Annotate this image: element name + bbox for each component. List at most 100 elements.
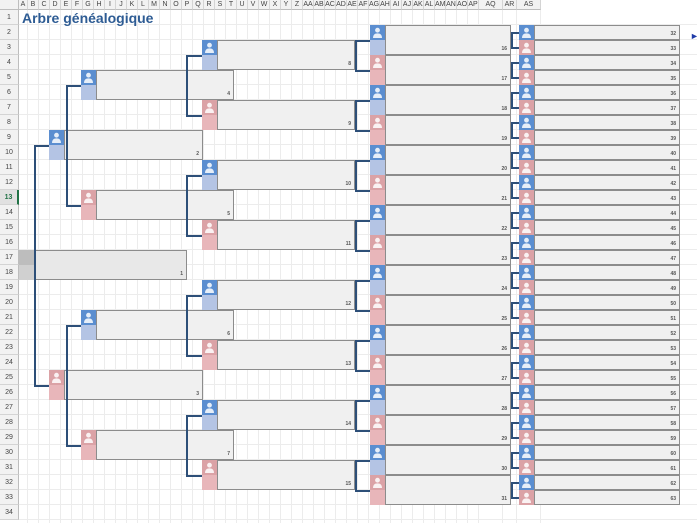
column-header[interactable]: AI [391,0,402,10]
person-box[interactable]: 9 [217,100,355,130]
ancestor-photo[interactable] [519,475,534,490]
grandparent-photo[interactable] [81,310,96,340]
ancestor-photo[interactable] [519,400,534,415]
ancestor-photo[interactable] [519,115,534,130]
column-header[interactable]: O [171,0,182,10]
grandparent-photo[interactable] [81,70,96,100]
row-header[interactable]: 30 [0,445,19,460]
person-box[interactable]: 20 [385,145,511,175]
row-header[interactable]: 3 [0,40,19,55]
column-header[interactable]: R [204,0,215,10]
ancestor-photo[interactable] [519,415,534,430]
row-header[interactable]: 31 [0,460,19,475]
column-header[interactable]: A [19,0,28,10]
ancestor-photo[interactable] [370,115,385,145]
person-box[interactable]: 49 [534,280,680,295]
row-header[interactable]: 24 [0,355,19,370]
ancestor-photo[interactable] [370,385,385,415]
person-box[interactable]: 29 [385,415,511,445]
ancestor-photo[interactable] [519,325,534,340]
person-box[interactable]: 10 [217,160,355,190]
row-header[interactable]: 7 [0,100,19,115]
column-header[interactable]: AR [503,0,517,10]
column-header[interactable]: AD [336,0,347,10]
person-box[interactable]: 51 [534,310,680,325]
row-header[interactable]: 25 [0,370,19,385]
person-box[interactable]: 38 [534,115,680,130]
ancestor-photo[interactable] [519,340,534,355]
column-header[interactable]: AN [446,0,457,10]
column-header[interactable]: V [248,0,259,10]
column-header[interactable]: AP [468,0,479,10]
scroll-right-arrow-icon[interactable]: ► [690,31,697,41]
row-header[interactable]: 12 [0,175,19,190]
person-box[interactable]: 5 [96,190,234,220]
column-header[interactable]: X [270,0,281,10]
row-header[interactable]: 18 [0,265,19,280]
person-box[interactable]: 48 [534,265,680,280]
person-box[interactable]: 25 [385,295,511,325]
ancestor-photo[interactable] [519,235,534,250]
parent-photo[interactable] [49,130,64,160]
row-header[interactable]: 33 [0,490,19,505]
person-box[interactable]: 34 [534,55,680,70]
row-header[interactable]: 9 [0,130,19,145]
column-header[interactable]: AB [314,0,325,10]
person-box[interactable]: 7 [96,430,234,460]
column-header[interactable]: J [116,0,127,10]
column-header[interactable]: AG [369,0,380,10]
ancestor-photo[interactable] [519,355,534,370]
person-box[interactable]: 19 [385,115,511,145]
row-header[interactable]: 10 [0,145,19,160]
person-box[interactable]: 46 [534,235,680,250]
ancestor-photo[interactable] [519,370,534,385]
person-box[interactable]: 43 [534,190,680,205]
person-box[interactable]: 21 [385,175,511,205]
ancestor-photo[interactable] [370,85,385,115]
ancestor-photo[interactable] [370,325,385,355]
ancestor-photo[interactable] [519,130,534,145]
person-box[interactable]: 58 [534,415,680,430]
ancestor-photo[interactable] [519,190,534,205]
ancestor-photo[interactable] [519,25,534,40]
column-header[interactable]: H [94,0,105,10]
column-header[interactable]: AE [347,0,358,10]
person-box[interactable]: 2 [64,130,203,160]
great-grandparent-photo[interactable] [202,460,217,490]
ancestor-photo[interactable] [519,55,534,70]
grandparent-photo[interactable] [81,430,96,460]
column-header[interactable]: T [226,0,237,10]
ancestor-photo[interactable] [519,385,534,400]
grandparent-photo[interactable] [81,190,96,220]
column-header[interactable]: AQ [479,0,503,10]
ancestor-photo[interactable] [519,145,534,160]
row-header[interactable]: 4 [0,55,19,70]
ancestor-photo[interactable] [370,415,385,445]
person-box[interactable]: 57 [534,400,680,415]
ancestor-photo[interactable] [519,460,534,475]
person-box[interactable]: 61 [534,460,680,475]
row-header[interactable]: 29 [0,430,19,445]
ancestor-photo[interactable] [370,175,385,205]
row-header[interactable]: 15 [0,220,19,235]
ancestor-photo[interactable] [370,355,385,385]
column-header[interactable]: E [61,0,72,10]
person-box[interactable]: 4 [96,70,234,100]
great-grandparent-photo[interactable] [202,400,217,430]
ancestor-photo[interactable] [519,280,534,295]
ancestor-photo[interactable] [519,40,534,55]
person-box[interactable]: 24 [385,265,511,295]
person-box[interactable]: 28 [385,385,511,415]
ancestor-photo[interactable] [519,100,534,115]
row-header[interactable]: 14 [0,205,19,220]
column-header[interactable]: AH [380,0,391,10]
column-header[interactable]: Z [292,0,303,10]
column-header[interactable]: M [149,0,160,10]
great-grandparent-photo[interactable] [202,40,217,70]
select-all-corner[interactable] [0,0,19,10]
person-box[interactable]: 26 [385,325,511,355]
ancestor-photo[interactable] [370,295,385,325]
ancestor-photo[interactable] [519,490,534,505]
great-grandparent-photo[interactable] [202,100,217,130]
ancestor-photo[interactable] [370,25,385,55]
